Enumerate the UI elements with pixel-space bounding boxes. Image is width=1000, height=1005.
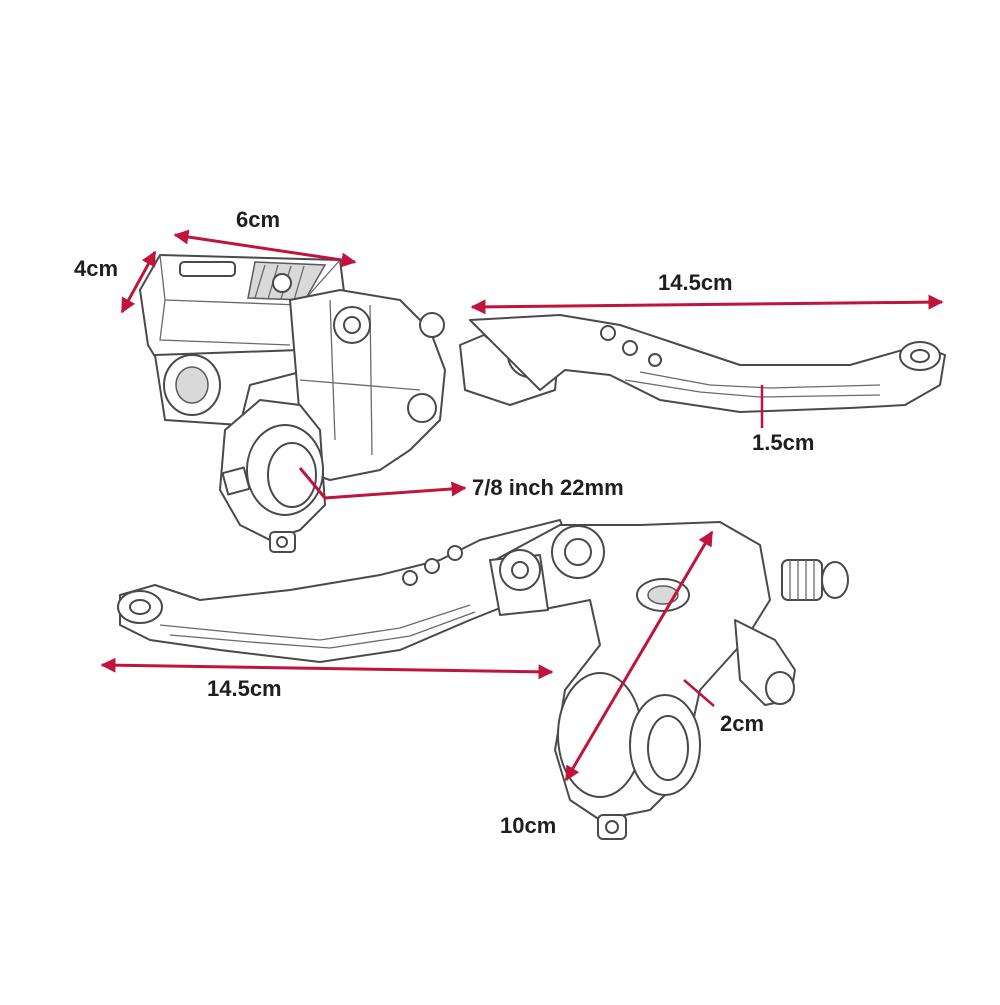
- bar-clamp-size-label: 7/8 inch 22mm: [472, 475, 624, 500]
- clutch-body-length-label: 10cm: [500, 813, 557, 838]
- clutch-lever-length-label: 14.5cm: [207, 676, 282, 701]
- reservoir-height-arrow: [120, 250, 157, 314]
- brake-master-cylinder: [139, 254, 561, 553]
- adjuster-knob: [781, 559, 823, 601]
- brake-lever-length-label: 14.5cm: [658, 270, 733, 295]
- clutch-lever-length-arrow: [100, 657, 554, 680]
- clutch-body-length-arrow: [564, 530, 714, 782]
- clamp-pointer-arrow: [298, 467, 327, 499]
- reservoir-height-label: 4cm: [74, 256, 119, 281]
- clamp-size-arrow: [324, 481, 467, 500]
- clutch-perch: [489, 521, 849, 840]
- reservoir-width-label: 6cm: [236, 207, 281, 232]
- clutch-body-width-label: 2cm: [720, 711, 765, 736]
- lever-width-label: 1.5cm: [752, 430, 815, 455]
- brake-lever-length-arrow: [470, 294, 944, 315]
- brake-lever: [469, 314, 946, 413]
- reservoir-width-arrow: [173, 229, 357, 268]
- dimension-arrows: [100, 229, 944, 782]
- dimension-ticks: [683, 385, 764, 707]
- clutch-body-width-tick: [683, 679, 715, 707]
